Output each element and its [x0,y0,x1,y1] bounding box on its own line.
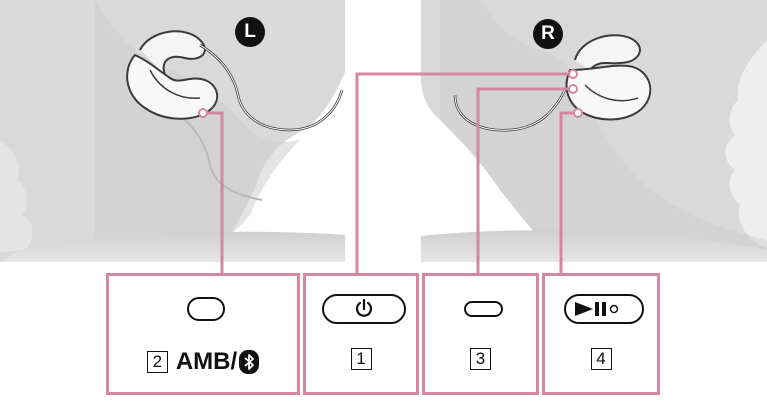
amb-label: AMB/ [175,348,238,375]
amb-bluetooth-button-icon [187,297,225,321]
callout-line-4 [559,111,578,276]
callout-dot-1 [568,69,578,79]
play-pause-button-icon [564,294,644,324]
amb-bluetooth-label-row: 2 AMB/ [109,348,297,376]
callout-line-2 [203,111,224,276]
callout-lines [203,72,578,276]
left-side-badge: L [235,17,265,47]
button-number-2: 2 [146,351,168,373]
right-side-badge: R [533,19,563,49]
callout-dot-4 [573,108,583,118]
bluetooth-icon [239,350,260,374]
slim-button-icon [464,301,503,317]
callout-dot-2 [198,108,208,118]
tactile-dot [609,304,619,314]
button-panel-slim: 3 [422,273,539,395]
callout-line-1 [355,72,573,276]
power-button-icon [322,294,406,324]
slim-label-row: 3 [425,348,536,370]
button-number-3: 3 [470,348,491,370]
callout-line-3 [476,87,573,276]
power-icon [355,301,373,317]
button-number-1: 1 [350,348,372,370]
left-earbud [126,30,344,132]
right-earbud [453,34,652,132]
button-panel-play-pause: 4 [542,273,660,395]
power-label-row: 1 [306,348,416,370]
button-panel-power: 1 [303,273,419,395]
button-number-4: 4 [590,348,612,370]
button-panel-amb-bluetooth: 2 AMB/ [106,273,300,395]
play-pause-label-row: 4 [545,348,657,370]
right-head-silhouette [421,0,767,262]
callout-dots [198,69,583,118]
callout-dot-3 [568,84,578,94]
play-pause-icon [575,302,593,316]
